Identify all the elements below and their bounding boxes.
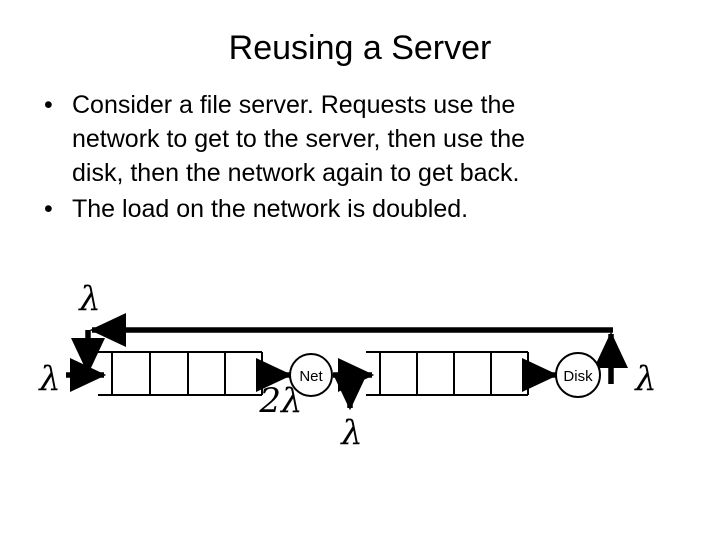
bullet-text: The load on the network is doubled. <box>72 195 469 223</box>
bullet-list: • Consider a file server. Requests use t… <box>30 88 690 228</box>
net-departure-arrow <box>332 357 375 411</box>
arrival-lambda-label: λ <box>37 359 61 399</box>
disk-server-node: Disk <box>555 352 601 398</box>
net-departure-lambda-label: λ <box>339 413 363 453</box>
net-queue <box>98 351 263 396</box>
page-title: Reusing a Server <box>228 29 492 67</box>
list-item: • Consider a file server. Requests use t… <box>30 88 690 190</box>
net-server-label: Net <box>299 368 323 385</box>
net-server-node: Net <box>289 353 333 397</box>
bullet-text: Consider a file server. Requests use the… <box>72 91 526 187</box>
bullet-marker-icon: • <box>44 91 53 119</box>
disk-queue <box>366 351 529 396</box>
feedback-lambda-label: λ <box>77 279 101 319</box>
bullet-marker-icon: • <box>44 195 53 223</box>
disk-server-label: Disk <box>563 368 593 385</box>
disk-departure-lambda-label: λ <box>633 359 657 399</box>
queueing-network-diagram: λ λ 2λ <box>0 262 720 462</box>
list-item: • The load on the network is doubled. <box>30 192 690 226</box>
